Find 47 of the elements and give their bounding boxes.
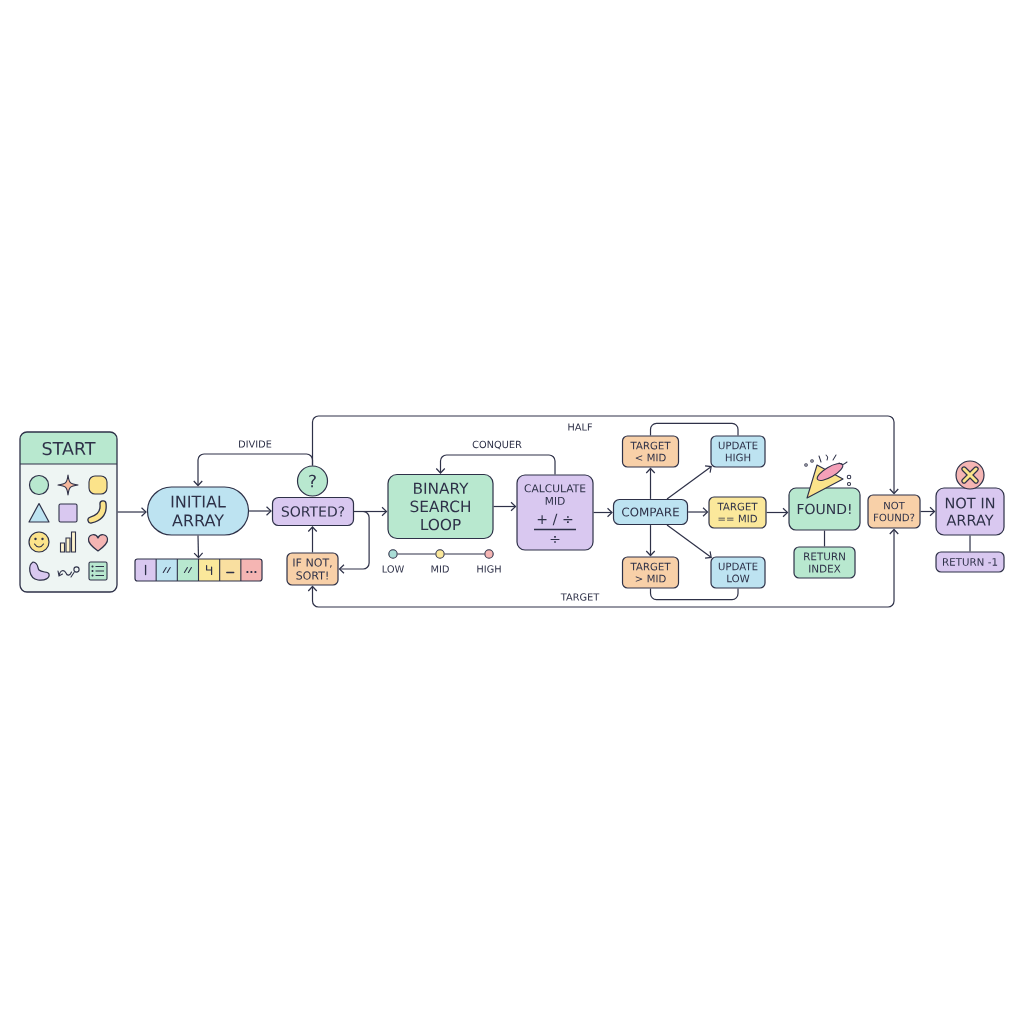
arrow — [311, 415, 899, 495]
pointer-label: MID — [431, 565, 449, 573]
arrow — [645, 524, 656, 557]
arrow — [493, 501, 517, 512]
connector-line — [823, 530, 826, 547]
pointer-label: LOW — [382, 565, 404, 573]
result-box: FOUND! — [788, 487, 861, 531]
arrow — [193, 453, 314, 487]
formula-text: ÷ — [550, 536, 560, 543]
arrow — [338, 510, 370, 574]
formula-text: + / ÷ — [537, 513, 573, 526]
connector-line — [649, 422, 739, 436]
decision-box: SORTED? — [271, 496, 355, 527]
condition-box: TARGET < MID — [621, 435, 680, 468]
result-box: NOT IN ARRAY — [935, 487, 1005, 536]
arrow — [645, 467, 656, 500]
connector-line — [649, 588, 739, 601]
arrow — [248, 506, 272, 516]
decision-box: NOT FOUND? — [867, 494, 921, 529]
array-strip — [134, 558, 263, 582]
condition-box: TARGET == MID — [708, 496, 767, 529]
arrow — [593, 507, 613, 518]
process-box: IF NOT, SORT! — [286, 552, 339, 586]
arrow — [666, 524, 712, 559]
process-box: UPDATE HIGH — [710, 435, 766, 468]
arrow — [920, 506, 936, 517]
double-arrow — [307, 528, 899, 608]
arrow — [687, 507, 709, 517]
connector-line — [969, 535, 971, 552]
edge-label: TARGET — [559, 591, 601, 603]
process-box: BINARY SEARCH LOOP — [387, 473, 494, 540]
process-box: COMPARE — [612, 498, 689, 526]
process-box: RETURN INDEX — [793, 546, 856, 579]
edge-label: HALF — [565, 421, 595, 433]
process-box: RETURN -1 — [935, 551, 1005, 573]
arrow — [766, 507, 789, 518]
edge-label: DIVIDE — [236, 438, 274, 450]
arrow — [117, 507, 147, 517]
arrow — [307, 526, 318, 553]
condition-box: TARGET > MID — [621, 556, 680, 589]
arrow — [193, 535, 204, 559]
terminal-box: INITIAL ARRAY — [146, 486, 250, 536]
arrow — [435, 454, 556, 475]
process-box: UPDATE LOW — [710, 556, 766, 589]
edge-label: CONQUER — [470, 439, 524, 451]
arrow — [666, 465, 712, 500]
pointer-label: HIGH — [477, 565, 501, 573]
